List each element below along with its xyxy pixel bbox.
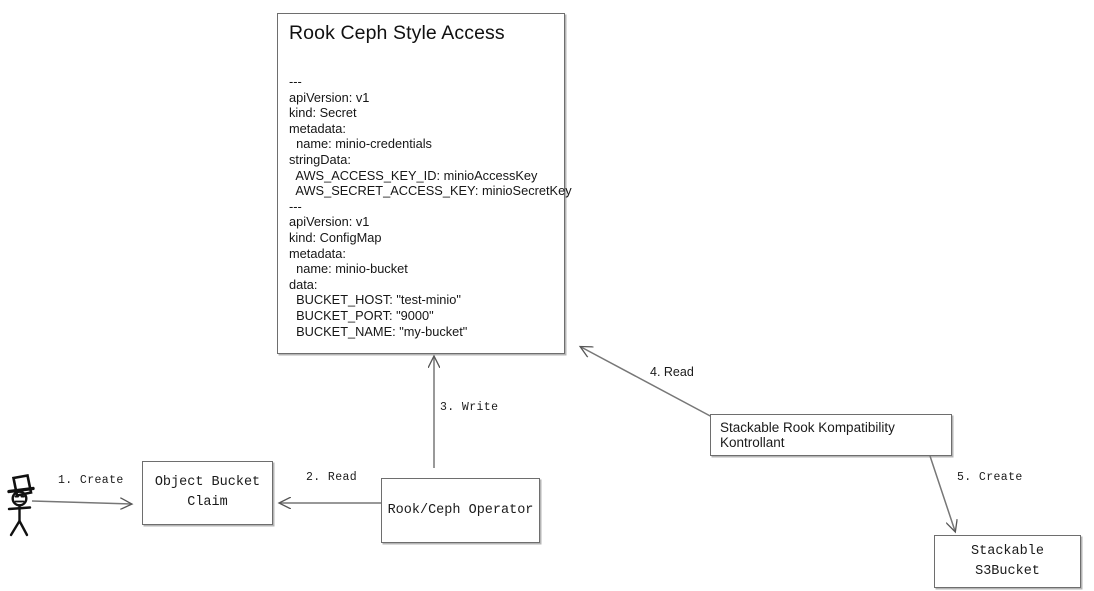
rook-ceph-style-access-card: Rook Ceph Style Access --- apiVersion: v… [277, 13, 572, 354]
actor-stick-figure-icon [7, 473, 35, 537]
edge-4-read [581, 347, 715, 419]
edge-1-create [31, 501, 131, 504]
node-object-bucket-claim[interactable]: Object Bucket Claim [142, 461, 273, 525]
card-title: Rook Ceph Style Access [289, 22, 505, 44]
edge-label-4-read: 4. Read [650, 365, 694, 379]
edge-5-create [929, 455, 955, 531]
edge-label-5-create: 5. Create [957, 471, 1023, 484]
node-stackable-rook-kompatibility-kontrollant[interactable]: Stackable Rook Kompatibility Kontrollant [710, 414, 952, 456]
edge-label-2-read: 2. Read [306, 471, 358, 484]
edge-label-3-write: 3. Write [440, 401, 499, 414]
node-rook-ceph-operator[interactable]: Rook/Ceph Operator [381, 478, 540, 543]
edge-label-1-create: 1. Create [58, 474, 124, 487]
node-stackable-s3bucket[interactable]: Stackable S3Bucket [934, 535, 1081, 588]
card-yaml-content: --- apiVersion: v1 kind: Secret metadata… [289, 74, 572, 339]
